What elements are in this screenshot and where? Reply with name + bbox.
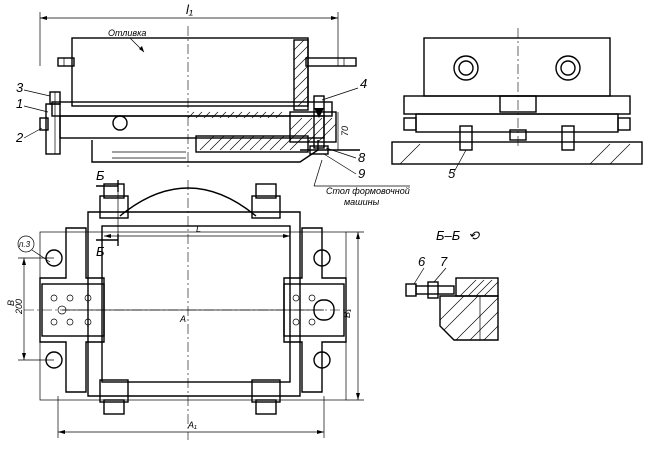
dim-200-label: 200 <box>14 299 24 315</box>
section-bottom-label: Б <box>96 244 105 259</box>
dim-L-label: L <box>196 224 201 234</box>
side-view: 5 <box>391 28 643 181</box>
callout-4: 4 <box>360 76 367 91</box>
plan-right-bolt-top <box>313 249 331 267</box>
plan-left-clamp <box>39 227 105 393</box>
rod-left <box>57 57 75 67</box>
side-stud-right <box>561 125 575 151</box>
side-casting <box>423 37 611 97</box>
base-outline <box>91 140 319 163</box>
left-bolt-head <box>39 117 49 131</box>
plan-body <box>87 211 301 397</box>
dim-B-label: B <box>6 300 16 306</box>
plan-bottom-block-left <box>99 379 129 403</box>
side-machine-table <box>391 141 643 165</box>
side-bolt-left <box>403 117 417 131</box>
arrow <box>40 16 47 20</box>
casting-outline <box>71 37 309 107</box>
callout-3: 3 <box>16 80 24 95</box>
right-table-block <box>289 111 337 143</box>
clamp-bar <box>195 135 309 153</box>
dim-A1-label: A₁ <box>187 420 197 430</box>
side-center-nut <box>509 129 527 141</box>
section-body-hatch <box>439 295 499 341</box>
pin-circle <box>112 115 128 131</box>
right-bolt-tip <box>314 108 324 118</box>
dim-B1-label: B₁ <box>342 309 352 318</box>
side-table-hatch <box>399 143 631 165</box>
callout-9: 9 <box>358 166 365 181</box>
side-clamp <box>499 95 537 113</box>
section-nut <box>427 281 439 299</box>
callout-8: 8 <box>358 150 366 165</box>
dim-A-label: A <box>179 314 186 324</box>
rod-right <box>305 57 357 67</box>
right-block-hatch <box>289 117 337 143</box>
plan-inner <box>101 225 291 383</box>
wall-hatch <box>293 39 309 107</box>
callout-p3-circle <box>17 235 35 253</box>
side-stud-left <box>459 125 473 151</box>
plan-bottom-bolt-right <box>255 399 277 415</box>
dim-70-label: 70 <box>340 126 350 136</box>
callout-7: 7 <box>440 254 448 269</box>
callout-6: 6 <box>418 254 426 269</box>
side-bolt-right-inner <box>560 60 576 76</box>
casting-wall <box>293 39 309 111</box>
right-bolt <box>313 95 325 149</box>
plan-right-bolt-bottom <box>313 351 331 369</box>
label-otlivka: Отливка <box>108 28 146 38</box>
front-view: l₁ <box>15 2 410 207</box>
plan-top-block-right <box>251 195 281 219</box>
arrow <box>331 16 338 20</box>
dim-l1-label: l₁ <box>186 2 193 17</box>
section-rotate-symbol: ⟲ <box>468 228 480 243</box>
plan-top-bolt-left <box>103 183 125 199</box>
screw-thread <box>187 111 283 119</box>
side-bolt-right-outer <box>555 55 581 81</box>
plan-view: L A A₁ B 200 B₁ Б Б п. <box>6 168 364 440</box>
plan-bottom-block-right <box>251 379 281 403</box>
callout-2: 2 <box>15 130 24 145</box>
side-bolt-left-outer <box>453 55 479 81</box>
section-top-hatch <box>459 279 499 297</box>
section-screw-head <box>405 283 417 297</box>
section-body <box>439 295 499 341</box>
plan-right-clamp <box>283 227 347 393</box>
flask-body <box>59 115 325 139</box>
side-bolt-right <box>617 117 631 131</box>
plan-top-bolt-right <box>255 183 277 199</box>
plan-top-block-left <box>99 195 129 219</box>
callout-p3: п.3 <box>19 240 31 249</box>
section-screw <box>415 285 455 295</box>
callout-1: 1 <box>16 96 23 111</box>
section-view: Б–Б ⟲ 6 7 <box>405 228 499 341</box>
section-top-label: Б <box>96 168 105 183</box>
side-bolt-left-inner <box>458 60 474 76</box>
label-machine-table: Стол формовочной <box>326 186 410 196</box>
label-machine-table-2: машины <box>344 197 380 207</box>
section-view-title: Б–Б <box>436 228 461 243</box>
plan-bottom-bolt-left <box>103 399 125 415</box>
callout-5: 5 <box>448 166 456 181</box>
